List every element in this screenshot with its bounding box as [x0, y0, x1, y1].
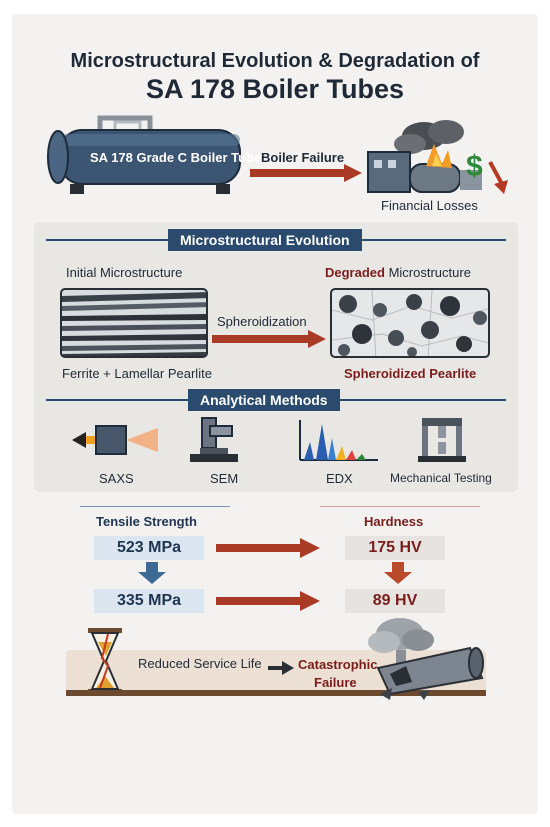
outcome-ground	[66, 690, 486, 696]
outcome-arrow-icon	[268, 661, 294, 675]
hardness-initial-value: 175 HV	[345, 536, 445, 560]
initial-microstructure-heading: Initial Microstructure	[66, 265, 183, 280]
down-trend-arrow-icon	[488, 161, 508, 194]
hourglass-icon	[88, 628, 122, 694]
tensile-rule	[80, 506, 230, 507]
degraded-word: Degraded	[325, 265, 385, 280]
burning-plant-illustration	[367, 120, 482, 193]
microstructural-evolution-banner: Microstructural Evolution	[168, 229, 362, 251]
method-mechanical-testing-label: Mechanical Testing	[390, 471, 492, 485]
tensile-down-arrow-icon	[138, 562, 166, 584]
analytical-methods-banner: Analytical Methods	[188, 389, 340, 411]
saxs-icon	[72, 425, 158, 455]
tensile-degraded-value: 335 MPa	[94, 589, 204, 613]
method-sem-label: SEM	[210, 471, 239, 486]
degraded-structure-caption: Spheroidized Pearlite	[344, 366, 477, 381]
financial-losses-label: Financial Losses	[381, 198, 478, 213]
method-edx-label: EDX	[326, 471, 353, 486]
initial-structure-caption: Ferrite + Lamellar Pearlite	[62, 366, 212, 381]
boiler-failure-label: Boiler Failure	[261, 150, 345, 165]
title-line-2: SA 178 Boiler Tubes	[145, 74, 405, 104]
tensile-strength-label: Tensile Strength	[96, 514, 197, 529]
property-arrow-icon	[216, 538, 320, 558]
edx-spectrum-icon	[299, 420, 378, 461]
reduced-service-life-label: Reduced Service Life	[138, 656, 262, 671]
lamellar-pearlite-image	[60, 288, 208, 358]
tensile-initial-value: 523 MPa	[94, 536, 204, 560]
hardness-rule	[320, 506, 480, 507]
spheroidization-label: Spheroidization	[217, 314, 307, 329]
boiler-tube-illustration	[47, 115, 241, 194]
hardness-degraded-value: 89 HV	[345, 589, 445, 613]
degraded-microstructure-heading: Degraded Microstructure	[325, 265, 471, 280]
boiler-tube-label: SA 178 Grade C Boiler Tube	[90, 150, 262, 165]
mechanical-testing-icon	[418, 418, 466, 462]
catastrophic-failure-label: Catastrophic Failure	[298, 656, 377, 692]
title-line-1: Microstructural Evolution & Degradation …	[70, 50, 480, 72]
sem-icon	[190, 417, 238, 462]
boiler-failure-arrow-icon	[250, 164, 362, 182]
catastrophic-line-1: Catastrophic	[298, 657, 378, 672]
spheroidization-arrow-icon	[212, 330, 326, 348]
hardness-down-arrow-icon	[384, 562, 412, 584]
method-saxs-label: SAXS	[99, 471, 134, 486]
catastrophic-line-2: Failure	[314, 675, 357, 690]
property-arrow-icon	[216, 591, 320, 611]
dollar-icon: $	[466, 150, 483, 183]
hardness-label: Hardness	[364, 514, 424, 529]
microstructure-word: Microstructure	[384, 265, 471, 280]
spheroidized-pearlite-image	[330, 288, 490, 358]
burst-tube-illustration	[368, 618, 484, 700]
